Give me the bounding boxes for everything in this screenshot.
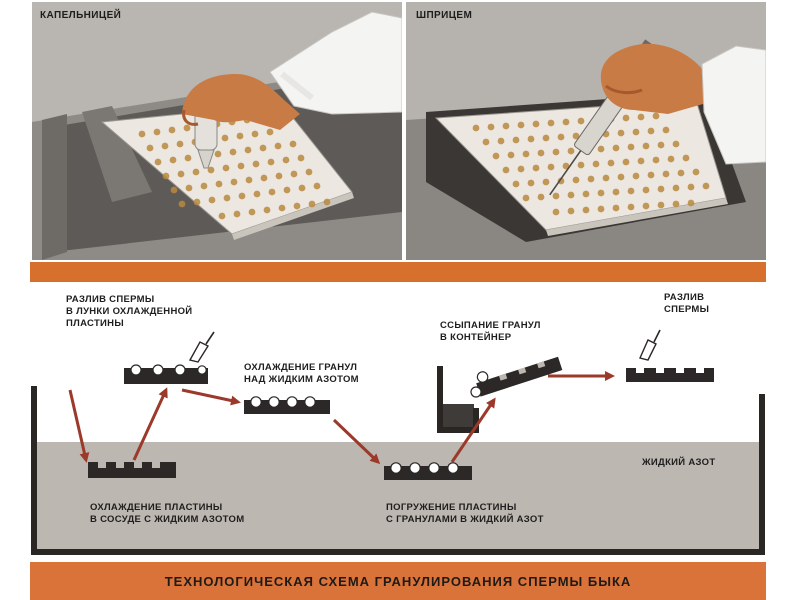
liquid-nitrogen-pool [34,442,764,550]
liquid-nitrogen-label: ЖИДКИЙ АЗОТ [642,457,716,468]
arrow-to-immersion [332,418,381,465]
nitrogen-vessel-walls [31,386,765,555]
syringe-illustration [406,2,766,260]
plate-pouring-step [124,331,215,384]
dropper-illustration [32,2,402,260]
footer-band: ТЕХНОЛОГИЧЕСКАЯ СХЕМА ГРАНУЛИРОВАНИЯ СПЕ… [30,562,766,600]
process-diagram: РАЗЛИВ СПЕРМЫ В ЛУНКИ ОХЛАЖДЕННОЙ ПЛАСТИ… [0,282,800,562]
syringe-label: ШПРИЦЕМ [416,10,473,21]
pour-into-wells-label: РАЗЛИВ СПЕРМЫ В ЛУНКИ ОХЛАЖДЕННОЙ ПЛАСТИ… [66,294,193,329]
diagram-title: ТЕХНОЛОГИЧЕСКАЯ СХЕМА ГРАНУЛИРОВАНИЯ СПЕ… [164,574,632,589]
granules-cooling-step [244,396,330,414]
dropper-label: КАПЕЛЬНИЦЕЙ [40,10,122,21]
new-plate-pouring-step [626,329,714,382]
plate-immersion-step [384,462,472,480]
arrow-to-pouring [132,387,168,461]
orange-divider-stripe [30,262,766,282]
arrow-to-granule-cooling [181,388,241,406]
cool-granules-label: ОХЛАЖДЕНИЕ ГРАНУЛ НАД ЖИДКИМ АЗОТОМ [244,362,359,385]
cool-plate-label: ОХЛАЖДЕНИЕ ПЛАСТИНЫ В СОСУДЕ С ЖИДКИМ АЗ… [90,502,245,525]
pour-granules-label: ССЫПАНИЕ ГРАНУЛ В КОНТЕЙНЕР [440,320,541,343]
syringe-photo [406,2,766,260]
process-diagram-canvas [30,282,766,562]
pour-sperm-label: РАЗЛИВ СПЕРМЫ [664,292,710,315]
arrow-to-cooling [68,389,90,463]
immerse-plate-label: ПОГРУЖЕНИЕ ПЛАСТИНЫ С ГРАНУЛАМИ В ЖИДКИЙ… [386,502,544,525]
arrow-to-container [450,397,496,463]
plate-cooling-step [88,462,176,478]
container-pouring-step [437,356,563,433]
dropper-photo [32,2,402,260]
